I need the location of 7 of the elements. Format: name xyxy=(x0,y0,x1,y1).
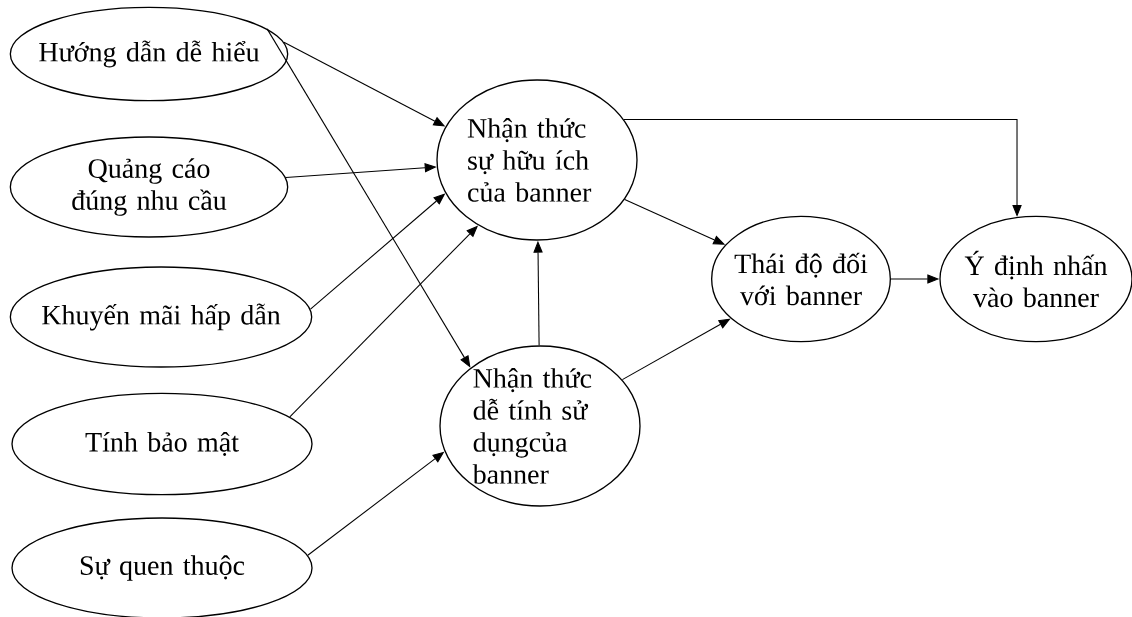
oval-node: Quảng cáo đúng nhu cầu xyxy=(9,136,289,238)
oval-node: Nhận thức dễ tính sử dụngcủa banner xyxy=(439,345,641,507)
oval-node: Nhận thức sự hữu ích của banner xyxy=(436,79,638,241)
oval-node: Thái độ đối với banner xyxy=(711,215,891,343)
oval-node: Khuyến mãi hấp dẫn xyxy=(9,266,313,368)
oval-node: Tính bảo mật xyxy=(11,392,313,496)
oval-node: Hướng dẫn dễ hiểu xyxy=(9,6,289,102)
